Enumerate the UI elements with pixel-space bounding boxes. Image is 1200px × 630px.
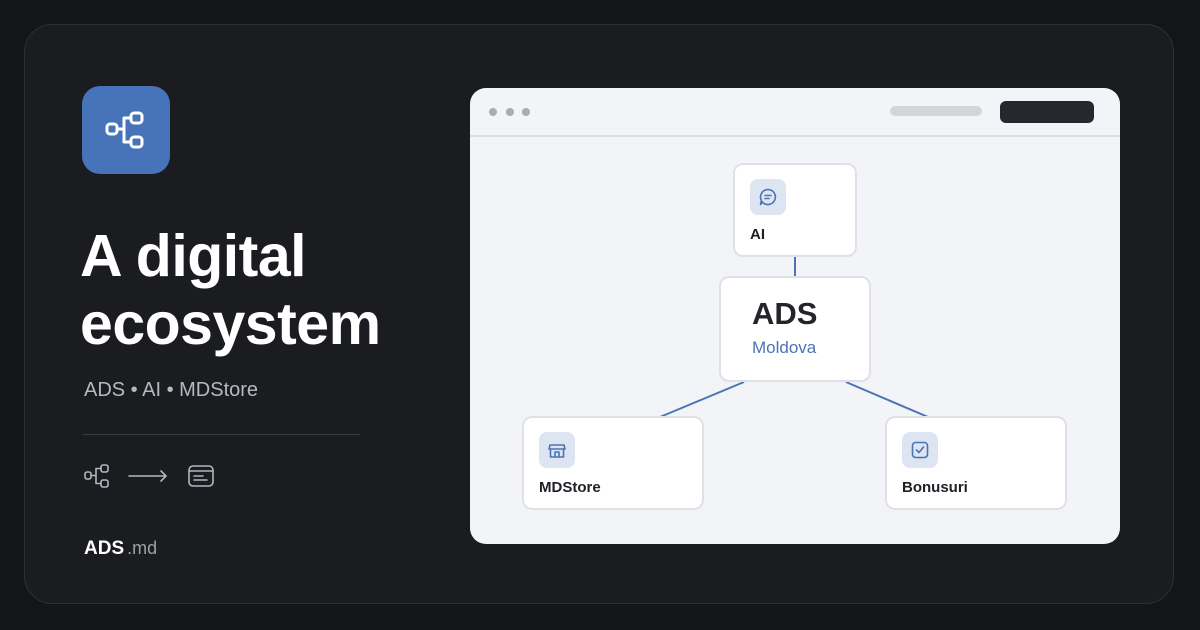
- brand-name: ADS: [84, 538, 125, 559]
- app-logo-tile: [82, 86, 170, 174]
- node-label: AI: [750, 226, 765, 243]
- node-icon-tile: [750, 179, 786, 215]
- checkbox-icon: [911, 441, 929, 459]
- tagline: ADS • AI • MDStore: [84, 379, 259, 401]
- browser-window: AI ADS Moldova MDStore Bonusuri: [470, 88, 1120, 544]
- hub-title: ADS: [752, 296, 818, 331]
- node-icon-tile: [539, 432, 575, 468]
- node-mdstore[interactable]: MDStore: [522, 416, 704, 510]
- browser-window-icon: [188, 465, 214, 487]
- address-bar[interactable]: [890, 106, 982, 116]
- brand-suffix: .md: [127, 538, 158, 558]
- node-label: Bonusuri: [902, 479, 968, 496]
- headline: A digital ecosystem: [80, 223, 381, 357]
- link-hub-bonusuri: [845, 381, 929, 418]
- diagram-links: [659, 255, 929, 418]
- window-dot: [506, 108, 514, 116]
- brand-wordmark: ADS.md: [84, 537, 157, 560]
- node-bonusuri[interactable]: Bonusuri: [885, 416, 1067, 510]
- window-dot: [522, 108, 530, 116]
- window-dot: [489, 108, 497, 116]
- network-tree-icon: [105, 111, 144, 149]
- link-hub-mdstore: [659, 381, 745, 418]
- node-hub[interactable]: ADS Moldova: [719, 276, 871, 382]
- node-label: MDStore: [539, 479, 601, 496]
- store-icon: [548, 444, 566, 458]
- arrow-right-icon: [128, 470, 167, 482]
- divider: [83, 434, 360, 435]
- node-icon-tile: [902, 432, 938, 468]
- window-action-button[interactable]: [1000, 101, 1094, 123]
- flow-illustration: [83, 462, 223, 490]
- window-titlebar: [470, 88, 1120, 137]
- hub-subtitle: Moldova: [752, 338, 817, 357]
- chat-bubble-icon: [759, 188, 777, 206]
- node-ai[interactable]: AI: [733, 163, 857, 257]
- network-tree-icon: [84, 464, 109, 488]
